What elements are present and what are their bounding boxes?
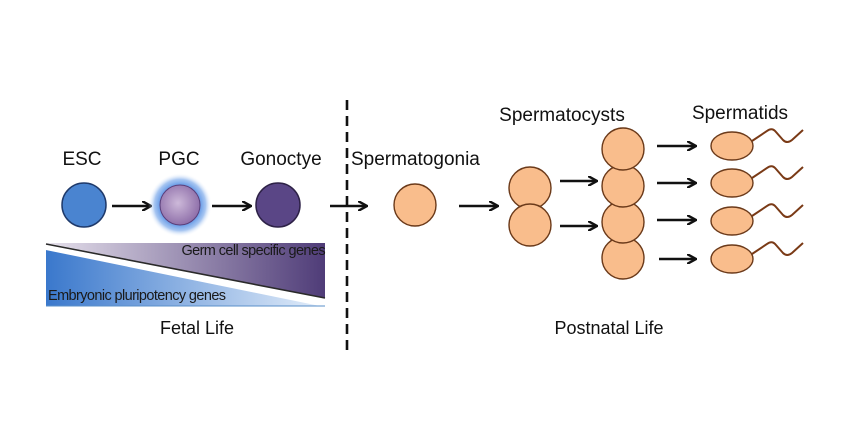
spermatocyst-cell (508, 166, 552, 210)
pgc-cell (159, 184, 201, 226)
esc-label: ESC (62, 149, 101, 170)
spermatid-tail (751, 165, 804, 180)
spermatid-head (710, 244, 754, 274)
spermatocysts-quad (601, 127, 645, 280)
pgc-label: PGC (158, 149, 199, 170)
gonocyte-label: Gonoctye (240, 149, 321, 170)
germ-cell-triangle-edge (45, 243, 326, 299)
germ-cell-genes-label: Germ cell specific genes (181, 243, 325, 259)
pluripotency-genes-label: Embryonic pluripotency genes (48, 288, 226, 304)
spermatocysts-label: Spermatocysts (499, 105, 625, 126)
spermatogonia-label: Spermatogonia (351, 149, 480, 170)
spermatid-tail (751, 203, 804, 218)
spermatogonia-cell (393, 183, 437, 227)
spermatid (710, 165, 804, 198)
spermatid-head (710, 168, 754, 198)
pluripotency-triangle-edge (45, 248, 326, 307)
spermatid-tail (751, 241, 804, 256)
spermatids-label: Spermatids (692, 103, 788, 124)
spermatocyst-cell (601, 127, 645, 171)
spermatid-head (710, 131, 754, 161)
postnatal-life-label: Postnatal Life (554, 318, 663, 338)
fetal-life-label: Fetal Life (160, 318, 234, 338)
esc-cell (61, 182, 107, 228)
spermatid (710, 128, 804, 161)
spermatid (710, 241, 804, 274)
spermatocysts-pair (508, 166, 552, 247)
spermatocyst-cell (508, 203, 552, 247)
spermatocyst-cell (601, 164, 645, 208)
spermatid-tail (751, 128, 804, 143)
spermatid-head (710, 206, 754, 236)
spermatid (710, 203, 804, 236)
gonocyte-cell (255, 182, 301, 228)
